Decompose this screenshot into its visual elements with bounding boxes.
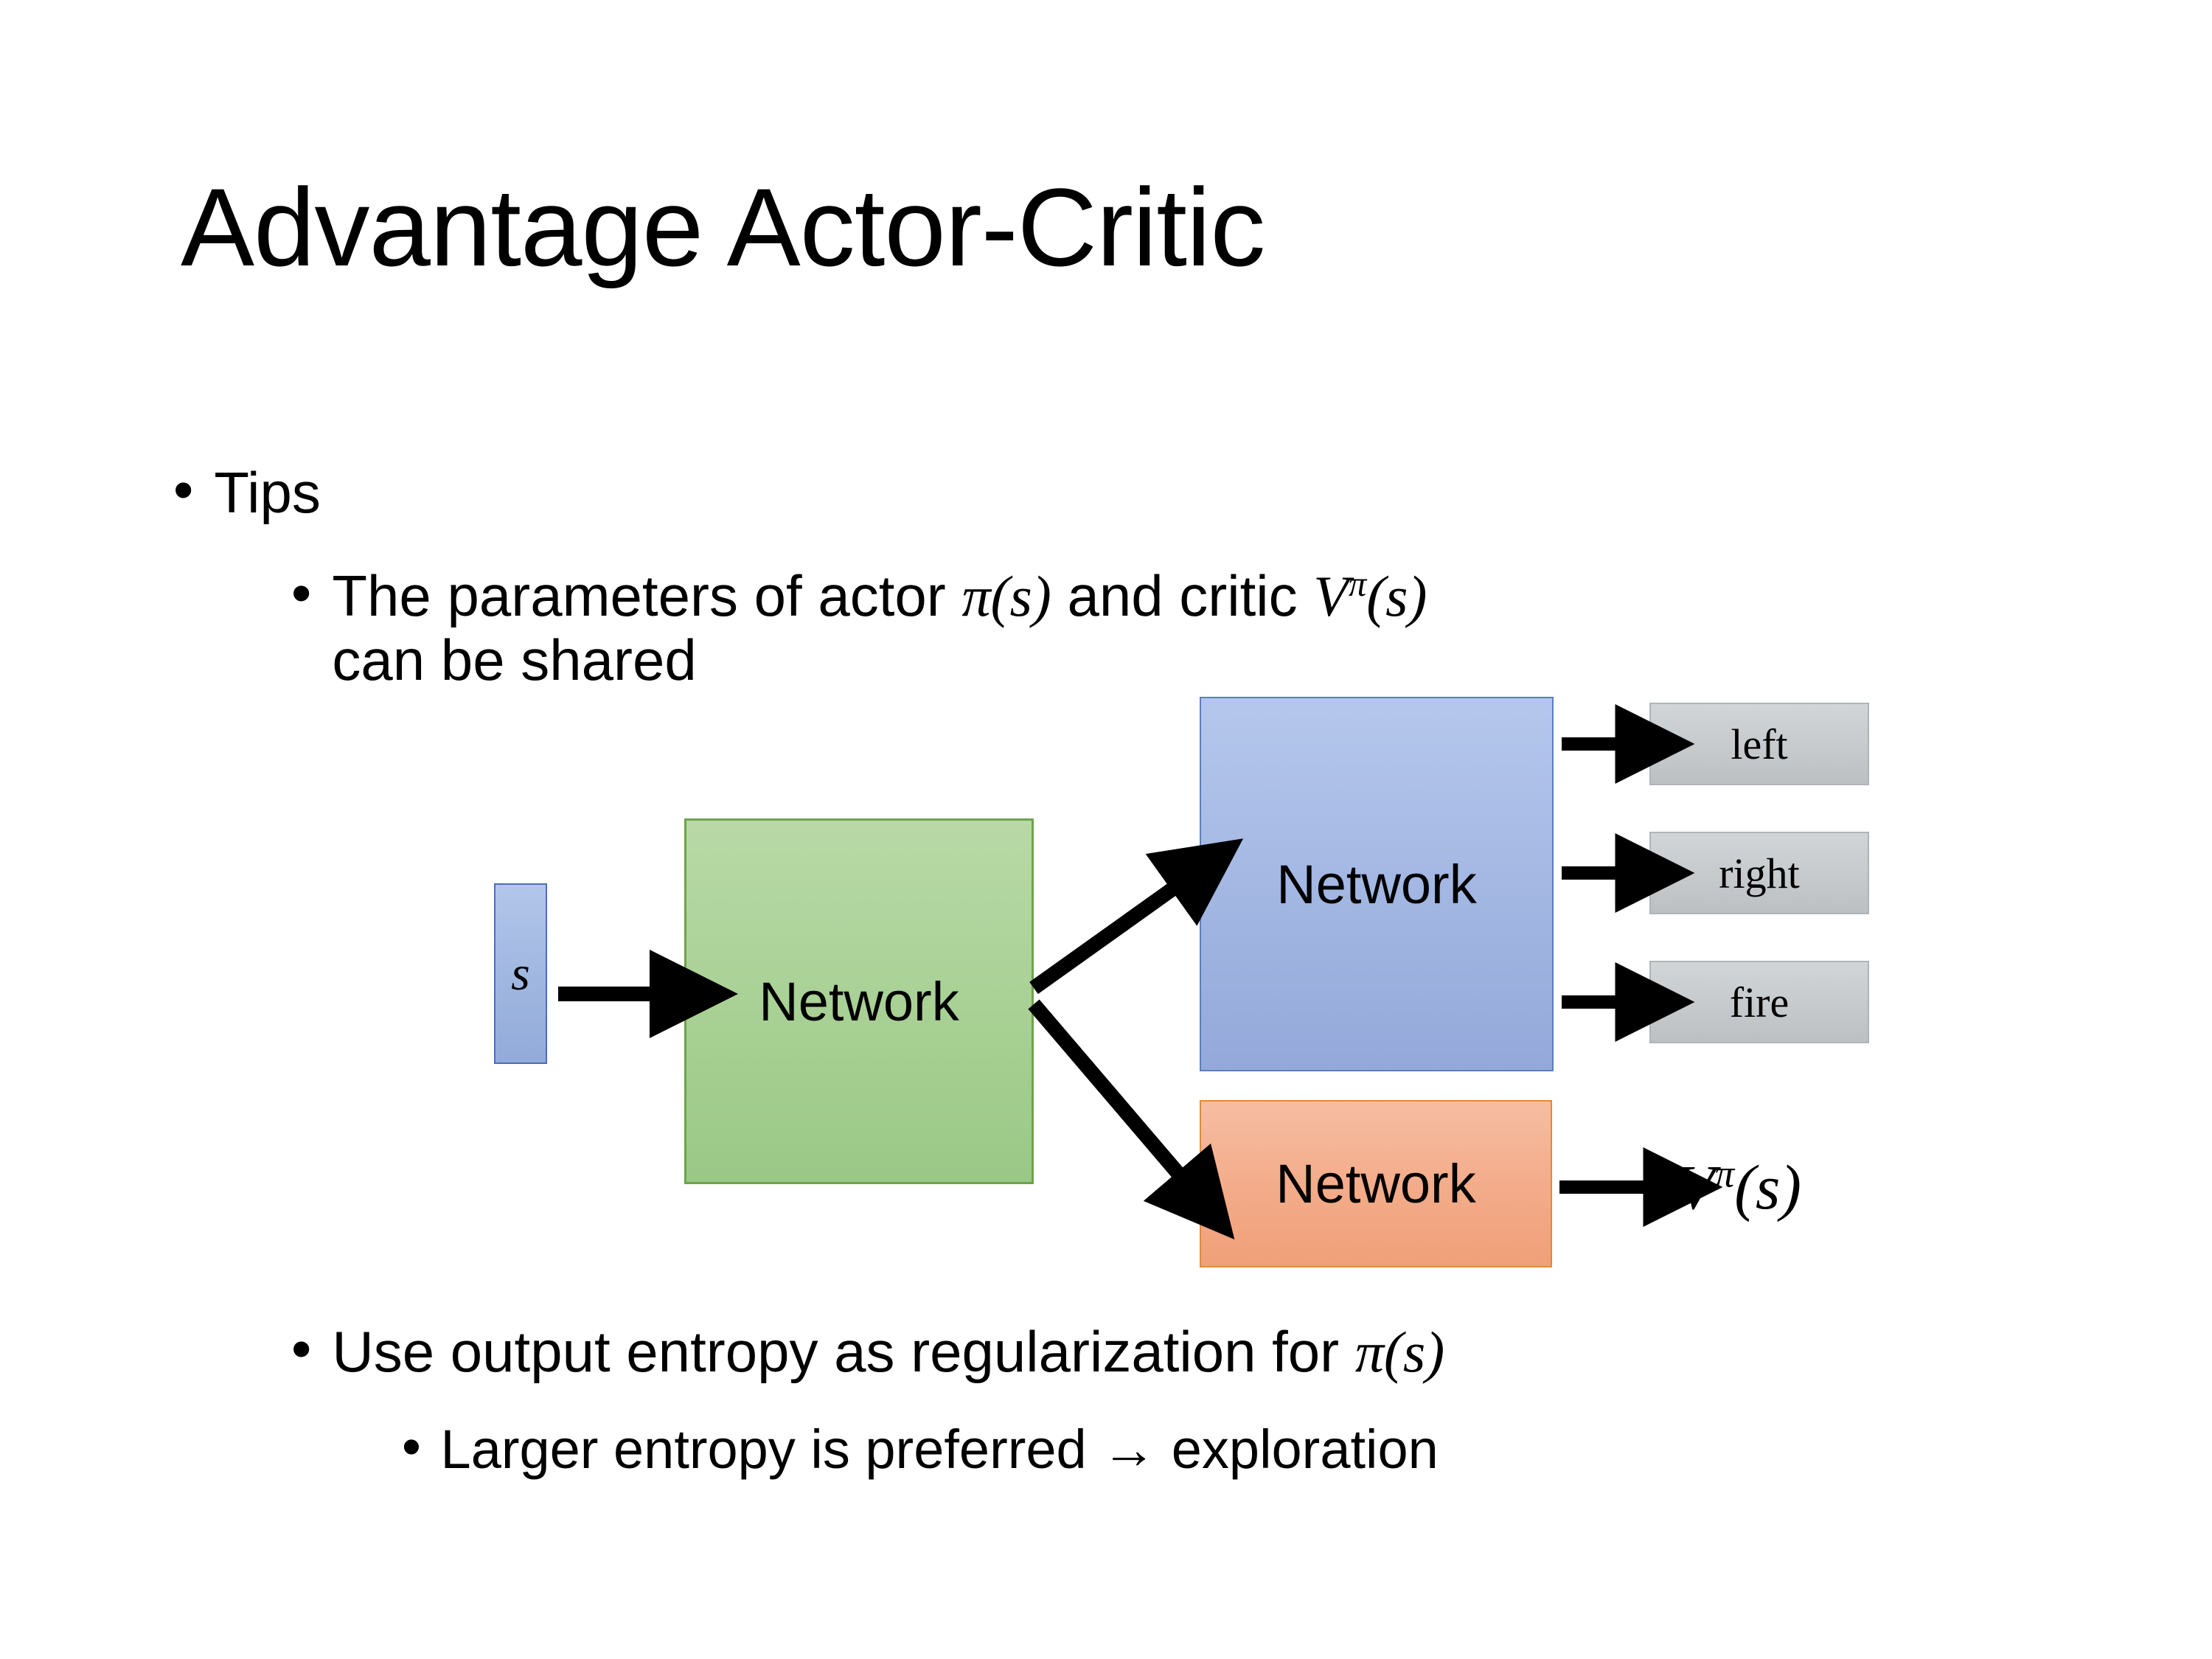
- critic-network-label: Network: [1276, 1153, 1476, 1214]
- actor-network-box: Network: [1200, 697, 1554, 1071]
- bullet-entropy-label: Use output entropy as regularization for…: [332, 1319, 1445, 1384]
- action-output-fire-label: fire: [1729, 978, 1790, 1026]
- math-v-superscript-pi: π: [1348, 565, 1367, 604]
- math-pi-of-s: π(s): [961, 564, 1051, 628]
- bullet-larger-entropy-label: Larger entropy is preferred → exploratio…: [440, 1419, 1439, 1480]
- shared-text-line2: can be shared: [332, 627, 697, 693]
- value-argument: (s): [1734, 1152, 1802, 1222]
- critic-network-box: Network: [1200, 1100, 1552, 1267]
- action-output-right-label: right: [1719, 849, 1800, 897]
- bullet-entropy-regularization: • Use output entropy as regularization f…: [291, 1316, 1445, 1384]
- shared-network-label: Network: [759, 970, 959, 1032]
- arrow-shared-to-actor-network: [1029, 838, 1244, 995]
- bullet-shared-parameters-label: The parameters of actor π(s) and critic …: [332, 563, 1880, 693]
- bullet-marker-icon: •: [291, 1316, 312, 1381]
- math-pi-of-s: π(s): [1354, 1320, 1445, 1384]
- action-output-left-label: left: [1731, 720, 1788, 768]
- shared-text-part1: The parameters of actor: [332, 563, 962, 628]
- page-title: Advantage Actor-Critic: [181, 165, 1265, 289]
- shared-network-box: Network: [684, 818, 1034, 1184]
- value-symbol: V: [1676, 1152, 1715, 1222]
- bullet-marker-icon: •: [173, 457, 194, 522]
- bullet-larger-entropy: • Larger entropy is preferred → explorat…: [402, 1419, 1439, 1481]
- bullet-marker-icon: •: [291, 560, 312, 625]
- value-function-output-label: Vπ(s): [1676, 1150, 1801, 1224]
- state-input-box: s: [494, 883, 547, 1064]
- arrow-shared-to-critic-network: [1028, 999, 1235, 1240]
- action-output-fire: fire: [1649, 961, 1869, 1043]
- state-input-label: s: [511, 946, 530, 1001]
- action-output-right: right: [1649, 832, 1869, 914]
- bullet-shared-parameters: • The parameters of actor π(s) and criti…: [291, 560, 1880, 693]
- bullet-marker-icon: •: [402, 1416, 421, 1477]
- bullet-tips: • Tips: [173, 457, 321, 525]
- entropy-text-part1: Use output entropy as regularization for: [332, 1319, 1355, 1384]
- math-v: V: [1313, 564, 1349, 628]
- value-superscript-pi: π: [1714, 1151, 1735, 1196]
- actor-network-label: Network: [1276, 853, 1477, 915]
- math-v-argument: (s): [1366, 564, 1427, 628]
- shared-text-part2: and critic: [1051, 563, 1314, 628]
- bullet-tips-label: Tips: [214, 460, 321, 525]
- action-output-left: left: [1649, 703, 1869, 785]
